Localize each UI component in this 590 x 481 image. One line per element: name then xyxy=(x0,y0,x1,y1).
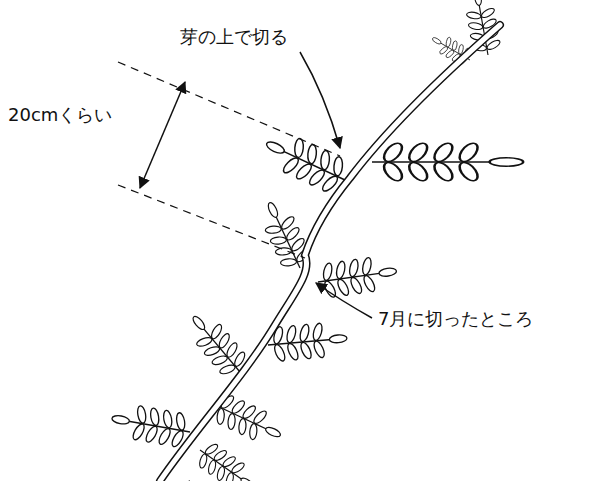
leader-arrow xyxy=(316,283,372,318)
wisteria-stem xyxy=(160,25,500,481)
dimension-label: 20cmくらい xyxy=(6,104,114,126)
leader-arrow xyxy=(300,52,340,148)
cut-instruction: 芽の上で切る xyxy=(178,26,290,48)
callout-label: 7月に切ったところ xyxy=(376,308,535,330)
dashed-guide xyxy=(118,62,340,156)
dimension-arrow xyxy=(140,82,185,188)
dashed-guide xyxy=(118,185,305,258)
leaves xyxy=(109,0,523,481)
